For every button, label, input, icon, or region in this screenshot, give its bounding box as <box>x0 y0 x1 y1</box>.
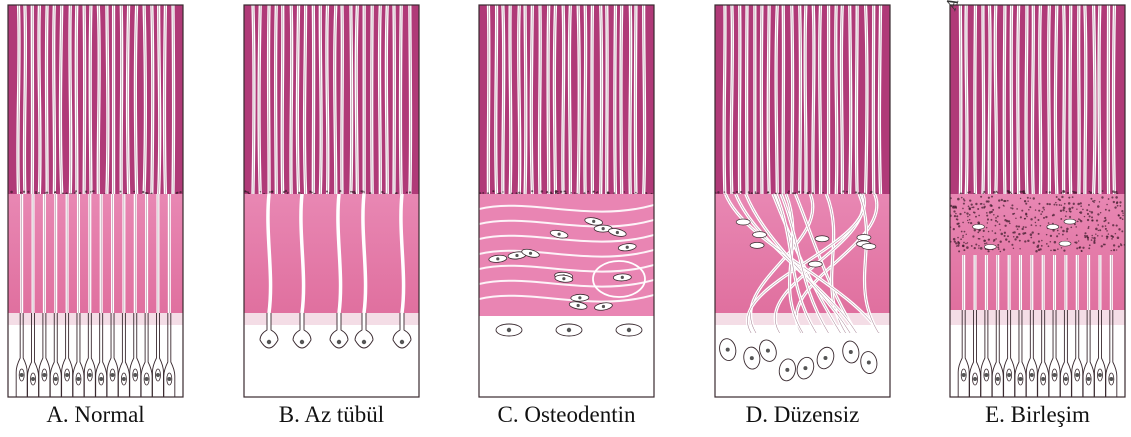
caption-a: A. Normal <box>0 400 193 430</box>
entrapped-cell <box>857 234 871 240</box>
entrapped-cell <box>753 232 767 238</box>
panel-e <box>949 5 1125 399</box>
caption-c: C. Osteodentin <box>469 400 664 430</box>
primary-dentin <box>8 5 183 194</box>
caption-d: D. Düzensiz <box>705 400 900 430</box>
entrapped-cell <box>973 224 985 229</box>
caption-b: B. Az tübül <box>234 400 429 430</box>
entrapped-cell <box>984 244 996 249</box>
entrapped-cell <box>750 242 764 248</box>
primary-dentin <box>479 5 654 194</box>
entrapped-cell <box>1047 224 1059 229</box>
entrapped-cell <box>736 219 750 225</box>
entrapped-cell <box>1059 241 1071 246</box>
entrapped-cell <box>808 261 822 267</box>
panel-b <box>244 5 419 399</box>
entrapped-cell <box>862 243 876 249</box>
entrapped-cell <box>815 236 829 242</box>
panel-c <box>479 5 654 397</box>
panel-d <box>715 5 890 399</box>
entrapped-cell <box>1064 219 1076 224</box>
panel-a <box>8 5 183 399</box>
caption-e: E. Birleşim <box>940 400 1131 430</box>
